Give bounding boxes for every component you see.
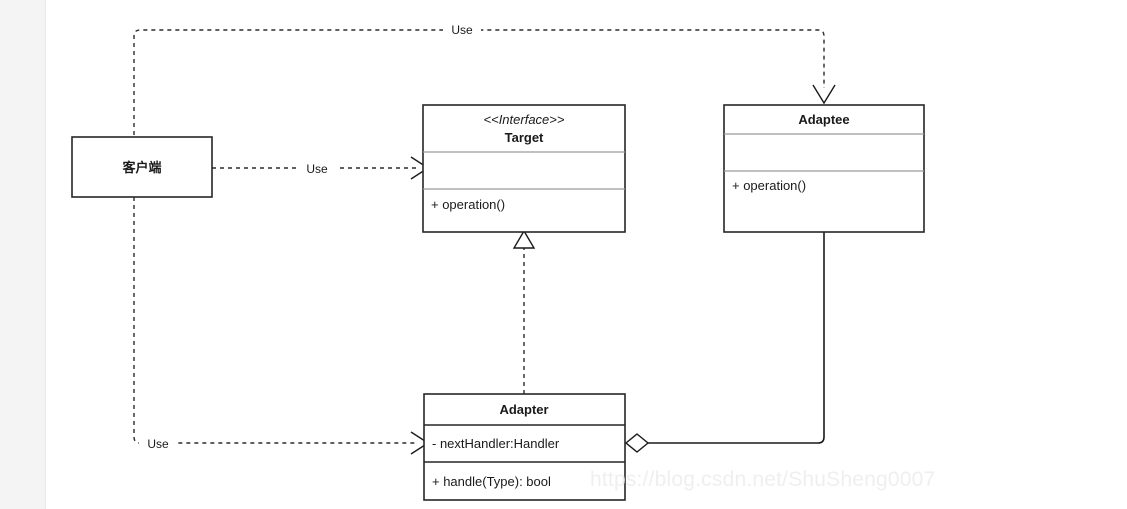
client-uses-adapter-line [133, 197, 418, 444]
class-box-adaptee-frame [723, 104, 925, 233]
class-box-client[interactable]: 客户端 [71, 136, 213, 198]
class-box-adaptee[interactable]: Adaptee + operation() [723, 104, 925, 233]
class-box-adaptee-name: Adaptee [798, 112, 849, 127]
class-box-client-frame [71, 136, 213, 198]
class-box-target-frame [422, 104, 626, 233]
adapter-realizes-target-hollow-triangle-icon [512, 229, 536, 249]
adapter-aggregates-adaptee-hollow-diamond-icon [624, 433, 650, 453]
relation-adapter-realizes-target[interactable] [512, 229, 536, 394]
client-uses-adapter-label-bg [139, 435, 177, 452]
relation-client-uses-adaptee[interactable]: Use [133, 21, 836, 167]
class-box-adapter-attribute-0: - nextHandler:Handler [432, 436, 560, 451]
relation-client-uses-adapter[interactable]: Use [133, 197, 430, 455]
class-box-target[interactable]: <<Interface>> Target + operation() [422, 104, 626, 233]
class-box-target-stereotype: <<Interface>> [484, 112, 565, 127]
class-box-adapter-operation-0: + handle(Type): bool [432, 474, 551, 489]
client-uses-adaptee-label: Use [451, 23, 473, 37]
client-uses-target-label-bg [298, 160, 336, 177]
class-box-adapter-frame [423, 393, 626, 501]
adapter-aggregates-adaptee-line [648, 232, 825, 444]
class-box-client-name: 客户端 [122, 160, 161, 175]
canvas-left-gutter [0, 0, 46, 509]
client-uses-target-label: Use [306, 162, 328, 176]
class-box-adapter[interactable]: Adapter - nextHandler:Handler + handle(T… [423, 393, 626, 501]
class-box-adapter-name: Adapter [499, 402, 548, 417]
client-uses-adaptee-arrowhead-icon [812, 84, 836, 105]
client-uses-adapter-label: Use [147, 437, 169, 451]
relation-adapter-aggregates-adaptee[interactable] [624, 232, 825, 453]
class-box-target-operation-0: + operation() [431, 197, 505, 212]
client-uses-adaptee-label-bg [443, 21, 481, 38]
class-box-adaptee-operation-0: + operation() [732, 178, 806, 193]
watermark-text: https://blog.csdn.net/ShuSheng0007 [590, 468, 936, 491]
relation-client-uses-target[interactable]: Use [212, 156, 430, 180]
client-uses-adaptee-line [133, 29, 825, 167]
class-box-target-name: Target [505, 130, 544, 145]
